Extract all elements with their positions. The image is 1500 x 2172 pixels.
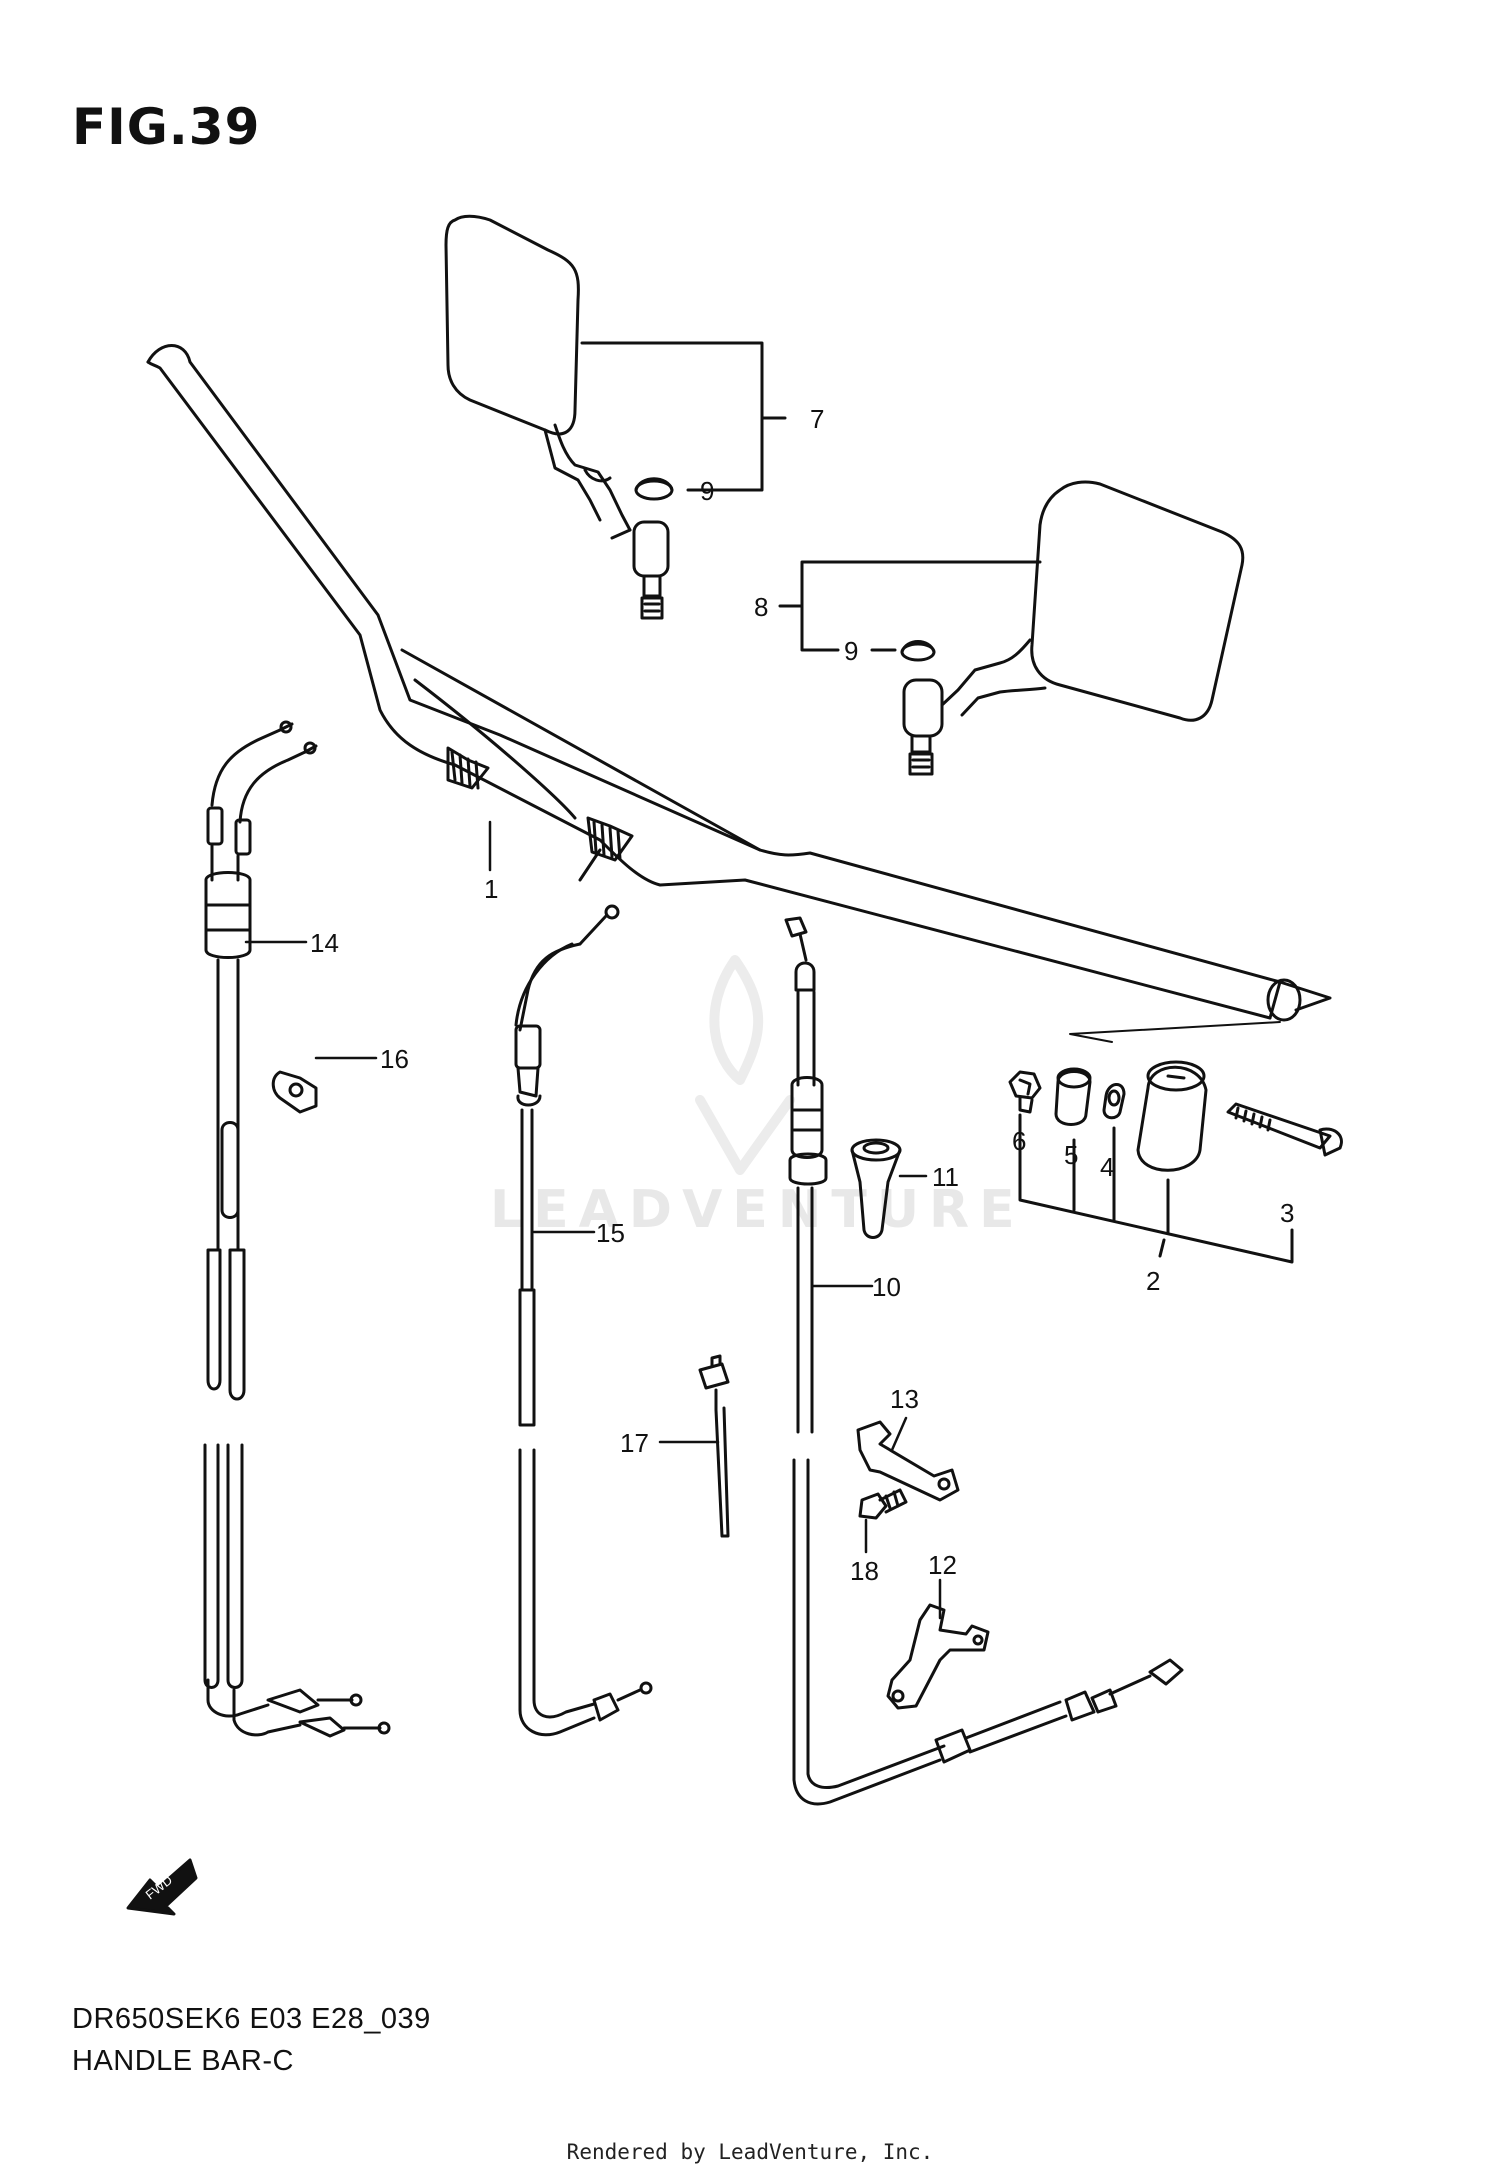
part-6-nut [1008,1070,1042,1114]
section-name: HANDLE BAR-C [72,2045,294,2077]
part-12-bracket [886,1603,990,1710]
callout-9-left: 9 [700,476,714,506]
callout-13: 13 [890,1384,919,1414]
part-4-washer [1102,1083,1126,1120]
callout-16: 16 [380,1044,409,1074]
handlebar-knurl-right [586,816,634,862]
part-5-sleeve [1054,1067,1092,1126]
callout-5: 5 [1064,1140,1078,1170]
figure-title: FIG.39 [72,98,261,156]
throttle-cables [203,720,391,1738]
part-18-bolt [858,1488,908,1520]
callout-10: 10 [872,1272,901,1302]
callout-12: 12 [928,1550,957,1580]
callout-bracket-8 [778,560,1042,652]
part-11-boot [850,1138,902,1239]
part-13-bracket [856,1420,960,1502]
callout-18: 18 [850,1556,879,1586]
leader-lines [244,820,942,1620]
part-16-clamp [271,1070,318,1114]
bar-end-weight-assembly [1008,1021,1343,1264]
part-2-weight [1136,1060,1208,1172]
part-15-cable [514,904,653,1737]
part-10-cable [784,916,1184,1806]
callout-1: 1 [484,874,498,904]
mirror-right [902,480,1245,776]
render-credit: Rendered by LeadVenture, Inc. [566,2140,934,2164]
part-17-tie [698,1354,730,1538]
watermark-logo [695,955,795,1175]
callout-3: 3 [1280,1198,1294,1228]
watermark-text: LEADVENTURE [490,1180,1025,1240]
fwd-arrow-icon [126,1858,198,1916]
mirror-left [444,214,670,620]
callout-2: 2 [1146,1266,1160,1296]
callout-17: 17 [620,1428,649,1458]
part-3-screw [1226,1102,1343,1157]
model-code: DR650SEK6 E03 E28_039 [72,2003,431,2035]
mirror-cap-right [900,640,936,662]
callout-8: 8 [754,592,768,622]
callout-9-right: 9 [844,636,858,666]
callout-labels: 1 2 3 4 5 6 7 8 9 9 10 11 12 13 14 16 15… [143,404,1295,1902]
callout-bracket-7 [580,341,787,492]
callout-14: 14 [310,928,339,958]
callout-11: 11 [932,1162,959,1192]
handlebar [146,344,1332,1022]
mirror-cap-left [634,477,674,501]
callout-7: 7 [810,404,824,434]
callout-6: 6 [1012,1126,1026,1156]
handlebar-knurl-left [446,746,490,790]
callout-15: 15 [596,1218,625,1248]
callout-4: 4 [1100,1152,1114,1182]
